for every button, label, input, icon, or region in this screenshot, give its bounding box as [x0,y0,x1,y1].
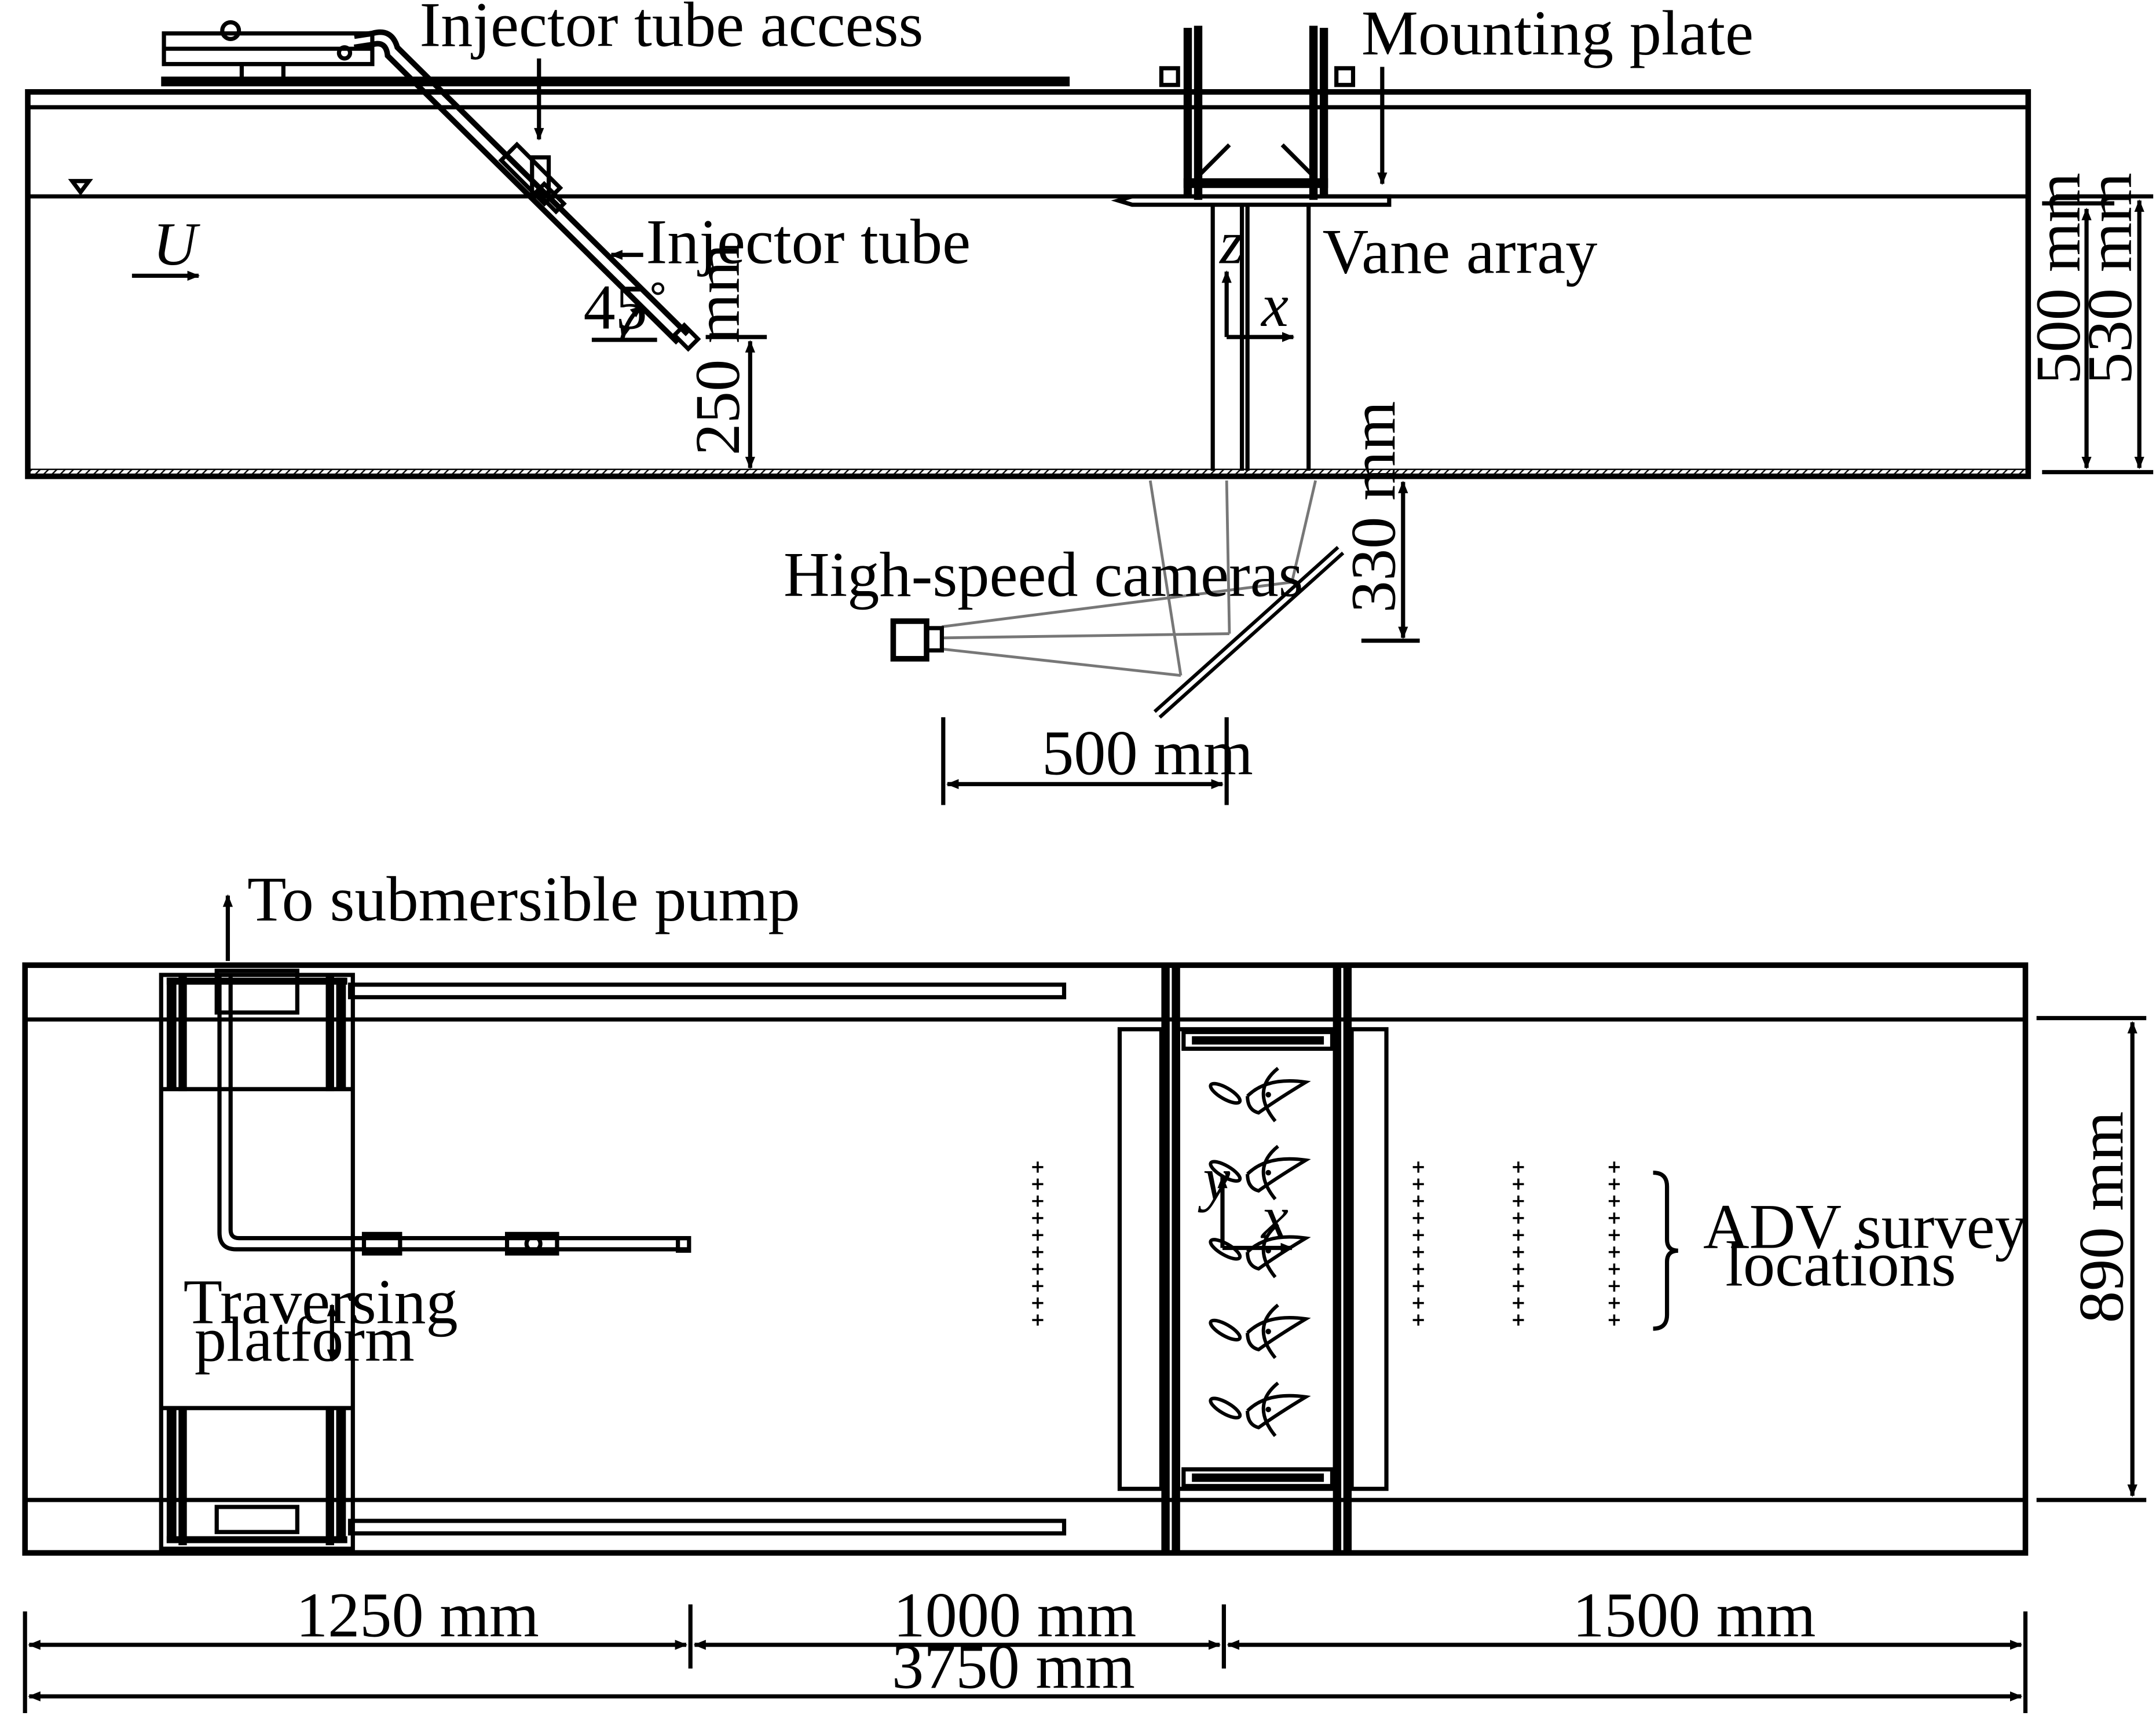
plan-rail-bottom [347,1519,1067,1536]
angle-arc [620,305,643,340]
camera-rays [942,480,1317,677]
plan-traverse-platform [159,969,355,1551]
adv-point [1032,1212,1044,1224]
dim-250-label: 250 mm [682,244,753,456]
dim-500h-label: 500 mm [1042,717,1253,788]
adv-point [1608,1161,1620,1173]
adv-point [1513,1196,1524,1207]
high-speed-camera [890,618,945,662]
vane-array-plan [1209,1066,1311,1438]
side-traverse [161,20,1070,87]
plan-channel-outline [22,962,2029,1556]
dim-1000-label: 1000 mm [893,1579,1136,1650]
adv-point [1608,1196,1620,1207]
label-vane-array: Vane array [1323,216,1598,287]
adv-point [1412,1196,1424,1207]
label-adv-1: ADV survey [1703,1191,2027,1262]
adv-point [1513,1229,1524,1241]
adv-point [1412,1297,1424,1309]
dim-1250-label: 1250 mm [296,1579,539,1650]
label-mounting-plate: Mounting plate [1361,0,1754,68]
adv-point [1608,1178,1620,1190]
mounting-plate [1111,194,1392,207]
dim-500-label: 500 mm [2023,173,2093,384]
vane [1209,1381,1311,1438]
adv-point [1412,1212,1424,1224]
side-channel-outline [25,89,2031,479]
adv-point [1608,1297,1620,1309]
label-injector-tube: Injector tube [646,207,971,277]
dim-890-label: 890 mm [2066,1112,2137,1323]
adv-point [1412,1246,1424,1258]
adv-point [1608,1229,1620,1241]
adv-point [1032,1280,1044,1292]
mirror-inner [1155,548,1342,716]
adv-point [1513,1314,1524,1326]
side-rail [161,76,1070,87]
adv-point [1513,1297,1524,1309]
label-traversing-platform-2: platform [195,1304,415,1374]
channel-bed [27,468,2029,477]
adv-point [1608,1212,1620,1224]
adv-point [1513,1161,1524,1173]
side-axis-x-label: x [1260,272,1289,339]
adv-point [1412,1178,1424,1190]
plan-mounting-beams [1117,963,1389,1555]
flow-velocity-label: U [153,210,201,278]
adv-point [1513,1212,1524,1224]
dim-330-label: 330 mm [1338,401,1409,613]
angle-label: 45˚ [584,272,669,343]
adv-point [1032,1246,1044,1258]
side-view: U Injector tube access Injector tube 45˚ [25,0,2154,805]
adv-point [1513,1178,1524,1190]
adv-point [1608,1280,1620,1292]
adv-point [1032,1161,1044,1173]
adv-point [1412,1263,1424,1275]
label-to-submersible-pump: To submersible pump [247,864,800,934]
plan-view: Traversing platform To submersible pump [22,864,2147,1713]
adv-point [1032,1297,1044,1309]
dim-3750-label: 3750 mm [892,1631,1135,1702]
adv-point [1513,1246,1524,1258]
side-axis-z-label: z [1218,209,1243,277]
adv-point [1032,1229,1044,1241]
adv-point [1513,1263,1524,1275]
plan-injector-pipe [217,974,691,1256]
adv-point [1032,1196,1044,1207]
dim-530-label: 530 mm [2074,173,2145,384]
water-level-symbol [68,179,93,196]
label-high-speed-cameras: High-speed cameras [784,539,1304,610]
injector-tube [353,29,701,352]
adv-point [1412,1161,1424,1173]
adv-brace [1653,1170,1679,1331]
adv-point [1032,1263,1044,1275]
label-adv-2: locations [1725,1229,1956,1299]
adv-point [1513,1280,1524,1292]
adv-point [1412,1229,1424,1241]
plan-rail-top [347,982,1067,1000]
adv-point [1608,1263,1620,1275]
plan-axis-y-label: y [1198,1145,1230,1212]
vane [1209,1066,1311,1123]
label-traversing-platform-1: Traversing [184,1266,458,1337]
adv-point [1412,1314,1424,1326]
dim-1500-label: 1500 mm [1572,1579,1815,1650]
adv-point [1412,1280,1424,1292]
vane [1209,1303,1311,1359]
mounting-frame [1111,25,1392,207]
adv-point [1032,1178,1044,1190]
adv-point [1032,1314,1044,1326]
plan-axis-x-label: x [1260,1183,1289,1251]
adv-point [1608,1314,1620,1326]
adv-survey-points [1032,1161,1620,1326]
adv-point [1608,1246,1620,1258]
label-injector-tube-access: Injector tube access [419,0,923,60]
